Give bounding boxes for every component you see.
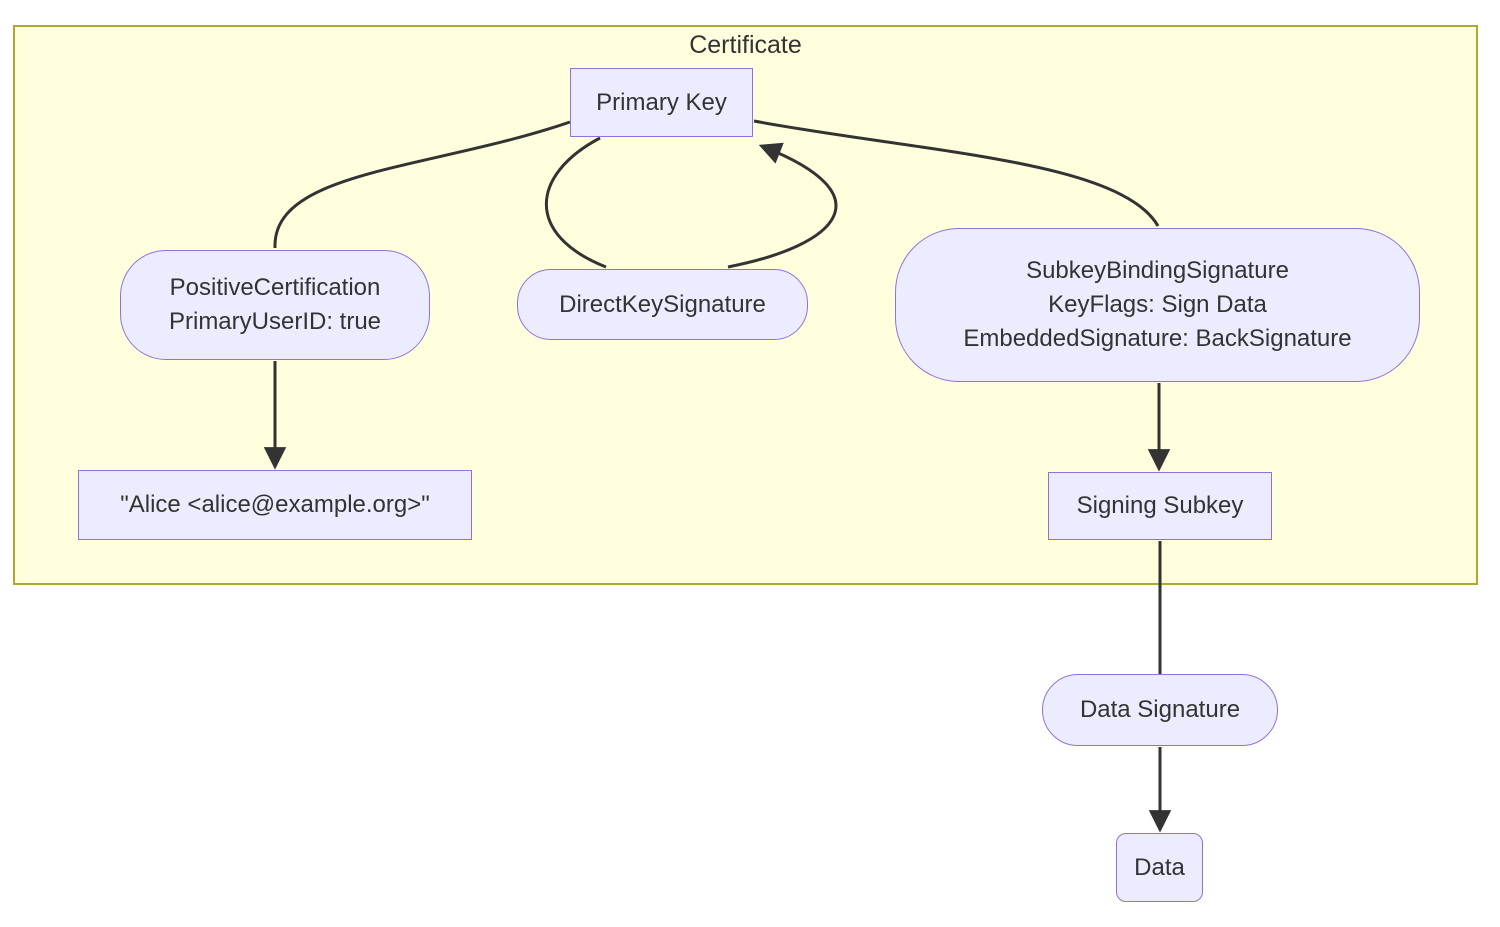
node-user-id: "Alice <alice@example.org>" bbox=[78, 470, 472, 540]
node-data: Data bbox=[1116, 833, 1203, 902]
cluster-title: Certificate bbox=[689, 31, 802, 59]
node-subkey-binding-signature-line2: KeyFlags: Sign Data bbox=[1048, 291, 1267, 318]
node-user-id-label: "Alice <alice@example.org>" bbox=[120, 491, 430, 518]
node-subkey-binding-signature-line1: SubkeyBindingSignature bbox=[1026, 257, 1289, 284]
node-data-signature: Data Signature bbox=[1042, 674, 1278, 746]
node-positive-certification: PositiveCertification PrimaryUserID: tru… bbox=[120, 250, 430, 360]
node-data-signature-label: Data Signature bbox=[1079, 696, 1241, 723]
node-positive-certification-line2: PrimaryUserID: true bbox=[168, 308, 382, 335]
node-direct-key-signature-label: DirectKeySignature bbox=[559, 290, 766, 318]
node-direct-key-signature: DirectKeySignature bbox=[517, 269, 808, 340]
node-signing-subkey: Signing Subkey bbox=[1048, 472, 1272, 540]
node-primary-key: Primary Key bbox=[570, 68, 753, 137]
node-subkey-binding-signature: SubkeyBindingSignature KeyFlags: Sign Da… bbox=[895, 228, 1420, 382]
node-subkey-binding-signature-line3: EmbeddedSignature: BackSignature bbox=[963, 325, 1352, 352]
node-positive-certification-line1: PositiveCertification bbox=[169, 274, 381, 301]
node-signing-subkey-label: Signing Subkey bbox=[1076, 492, 1244, 519]
node-primary-key-label: Primary Key bbox=[596, 88, 727, 116]
node-data-label: Data bbox=[1134, 853, 1185, 881]
